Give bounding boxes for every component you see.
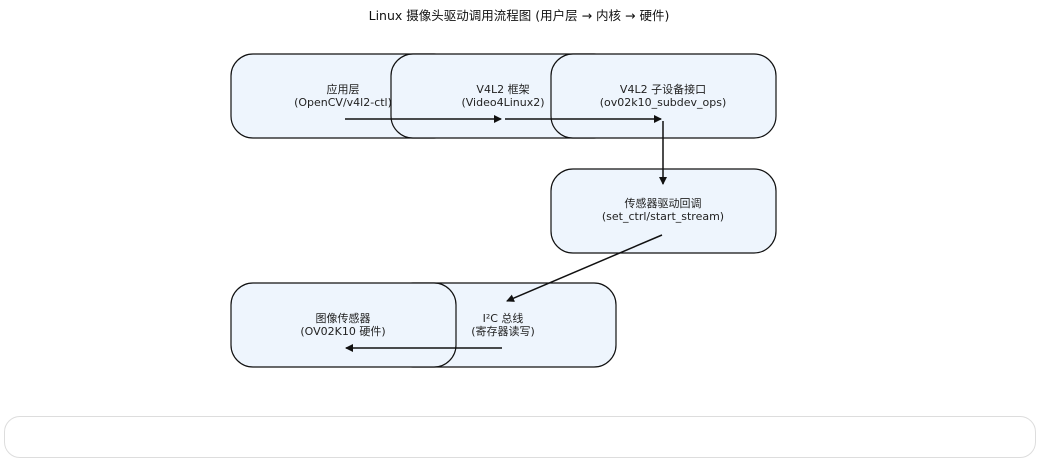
node-hw-title: 图像传感器 — [316, 312, 371, 325]
node-driver-subtitle: (set_ctrl/start_stream) — [602, 210, 724, 223]
node-v4l2-title: V4L2 框架 — [476, 83, 529, 96]
node-hw — [230, 282, 457, 368]
flow-diagram: Linux 摄像头驱动调用流程图 (用户层 → 内核 → 硬件) 应用层 (Op… — [230, 8, 777, 368]
arrow-driver-to-i2c — [506, 234, 663, 302]
node-app-title: 应用层 — [327, 82, 360, 96]
bottom-panel — [4, 416, 1036, 458]
node-i2c-subtitle: (寄存器读写) — [471, 324, 535, 338]
node-subdev-subtitle: (ov02k10_subdev_ops) — [600, 96, 727, 109]
node-subdev-title: V4L2 子设备接口 — [620, 82, 706, 96]
node-hw-subtitle: (OV02K10 硬件) — [300, 325, 385, 338]
node-driver-title: 传感器驱动回调 — [625, 197, 702, 210]
node-i2c-title: I²C 总线 — [483, 311, 524, 325]
node-app-subtitle: (OpenCV/v4l2-ctl) — [294, 96, 392, 109]
node-v4l2-subtitle: (Video4Linux2) — [461, 96, 544, 109]
diagram-title: Linux 摄像头驱动调用流程图 (用户层 → 内核 → 硬件) — [369, 8, 670, 23]
